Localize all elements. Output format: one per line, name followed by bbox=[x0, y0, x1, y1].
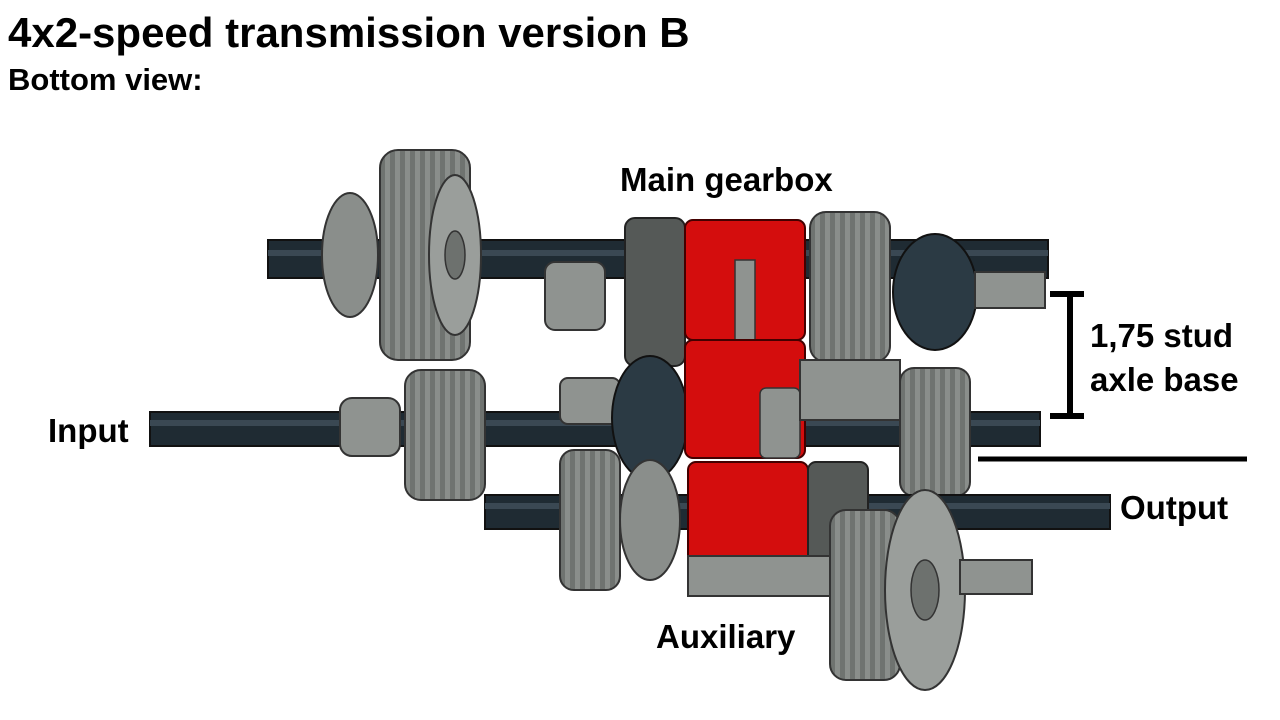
input-bushing bbox=[339, 397, 401, 457]
top-crown-gear bbox=[321, 192, 379, 318]
page-title: 4x2-speed transmission version B bbox=[8, 9, 690, 56]
label-axle-base-line1: 1,75 stud bbox=[1090, 317, 1234, 354]
label-output: Output bbox=[1120, 489, 1229, 526]
label-auxiliary: Auxiliary bbox=[656, 618, 796, 655]
top-clutch-ring bbox=[734, 259, 756, 351]
top-right-gear bbox=[809, 211, 891, 363]
middle-right-gear bbox=[899, 367, 971, 497]
input-axle-assembly bbox=[149, 339, 1041, 501]
top-dark-bevel-gear bbox=[892, 233, 978, 351]
output-left-gear bbox=[559, 449, 621, 591]
label-axle-base: 1,75 stud axle base bbox=[1090, 314, 1239, 402]
label-input: Input bbox=[48, 412, 129, 449]
top-dark-gear bbox=[624, 217, 686, 367]
auxiliary-bushing bbox=[687, 555, 839, 597]
page-subtitle: Bottom view: bbox=[8, 62, 203, 97]
output-crown-gear bbox=[619, 459, 681, 581]
label-main-gearbox: Main gearbox bbox=[620, 161, 833, 198]
top-bushing bbox=[544, 261, 606, 331]
axle-base-bracket bbox=[1050, 291, 1084, 419]
top-gear-hub bbox=[444, 230, 466, 280]
auxiliary-gear-hub bbox=[910, 559, 940, 621]
middle-bushing bbox=[799, 359, 901, 421]
output-axle-assembly bbox=[484, 449, 1111, 691]
label-axle-base-line2: axle base bbox=[1090, 361, 1239, 398]
middle-clutch-ring bbox=[759, 387, 801, 459]
top-axle-end bbox=[974, 271, 1046, 309]
input-gear bbox=[404, 369, 486, 501]
input-bushing-2 bbox=[559, 377, 621, 425]
top-axle-assembly bbox=[267, 149, 1049, 367]
auxiliary-axle-end bbox=[959, 559, 1033, 595]
